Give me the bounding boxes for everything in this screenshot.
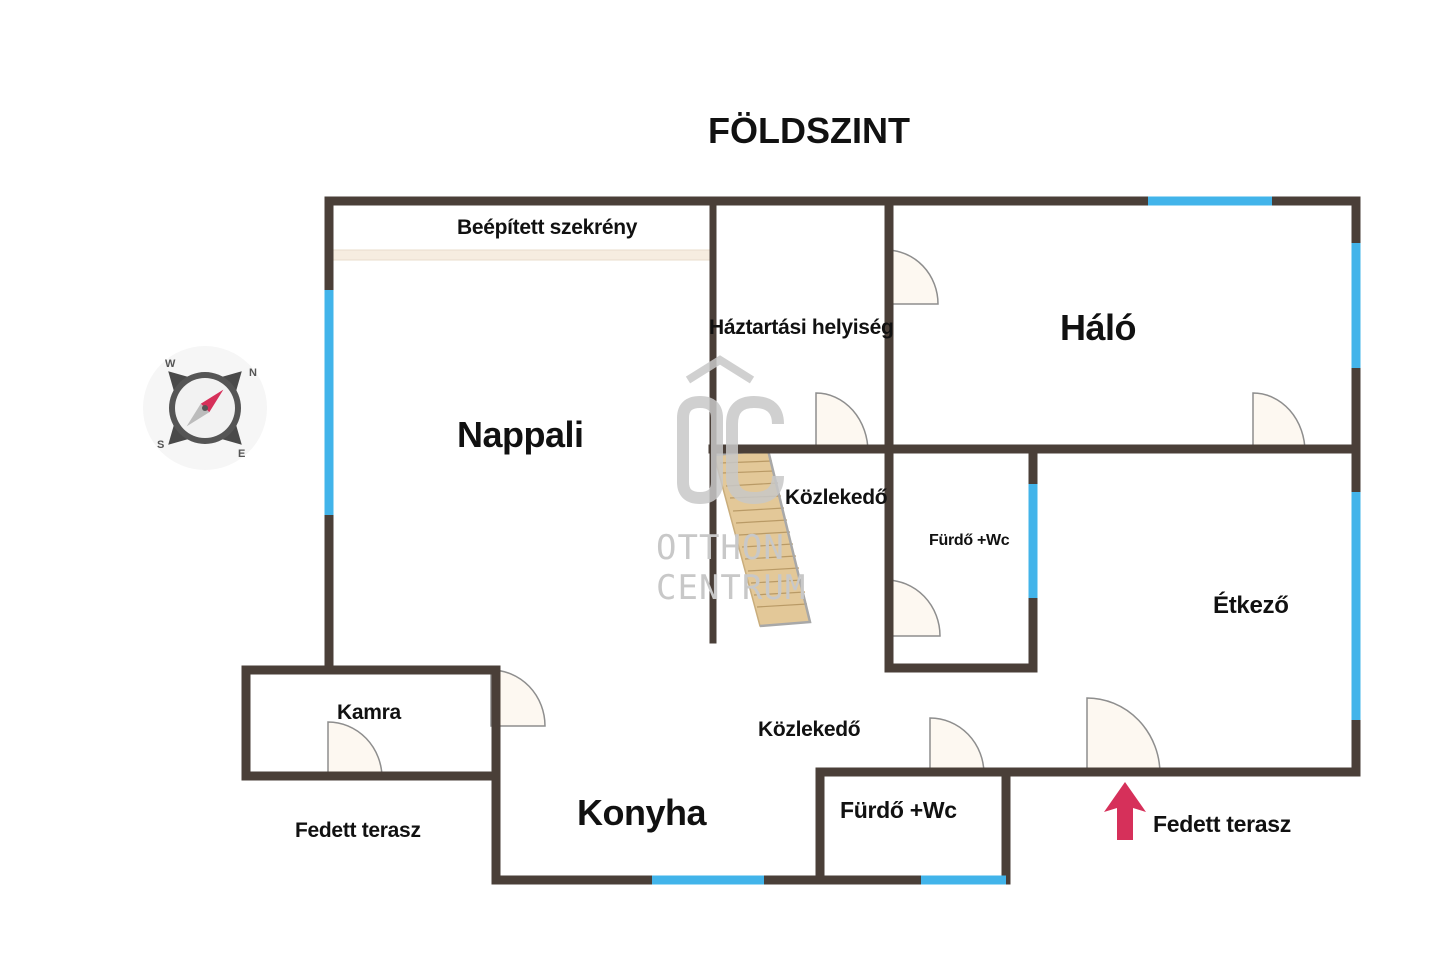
page-title: FÖLDSZINT [708, 110, 910, 151]
wardrobe-line [330, 249, 715, 261]
room-label-furdo-small: Fürdő +Wc [929, 532, 1010, 549]
compass-letter: W [165, 358, 176, 370]
room-label-etkezo: Étkező [1213, 592, 1289, 619]
watermark-logo-icon [677, 355, 784, 505]
compass-letter: N [249, 367, 257, 379]
door-entrance [1086, 697, 1161, 775]
windows [324, 196, 1361, 885]
walls [241, 196, 1361, 885]
door-halo-west [885, 249, 939, 305]
entrance-arrow-icon [1104, 782, 1146, 840]
room-label-konyha: Konyha [577, 792, 707, 833]
room-label-kozlekedo-upper: Közlekedő [785, 486, 888, 509]
door-furdo-bottom [929, 717, 985, 775]
room-label-nappali: Nappali [457, 414, 584, 455]
door-furdo-small [885, 579, 941, 637]
room-label-halo: Háló [1060, 307, 1137, 348]
door-kitchen [490, 669, 546, 727]
door-kamra [327, 721, 383, 779]
room-label-wardrobe: Beépített szekrény [457, 216, 638, 239]
label-fedett-terasz-right: Fedett terasz [1153, 811, 1291, 837]
compass-letter: S [157, 439, 164, 451]
compass-letter: E [238, 448, 245, 460]
room-label-haztartasi: Háztartási helyiség [709, 316, 894, 339]
room-label-furdo-bottom: Fürdő +Wc [840, 797, 957, 823]
door-haztartasi [815, 392, 869, 453]
compass-icon [143, 346, 267, 470]
room-label-kozlekedo-lower: Közlekedő [758, 718, 861, 741]
watermark-line1: OTTHON [656, 528, 785, 568]
room-label-kamra: Kamra [337, 701, 401, 724]
label-fedett-terasz-left: Fedett terasz [295, 819, 421, 842]
door-halo-south [1252, 392, 1306, 453]
watermark-line2: CENTRUM [656, 568, 807, 608]
